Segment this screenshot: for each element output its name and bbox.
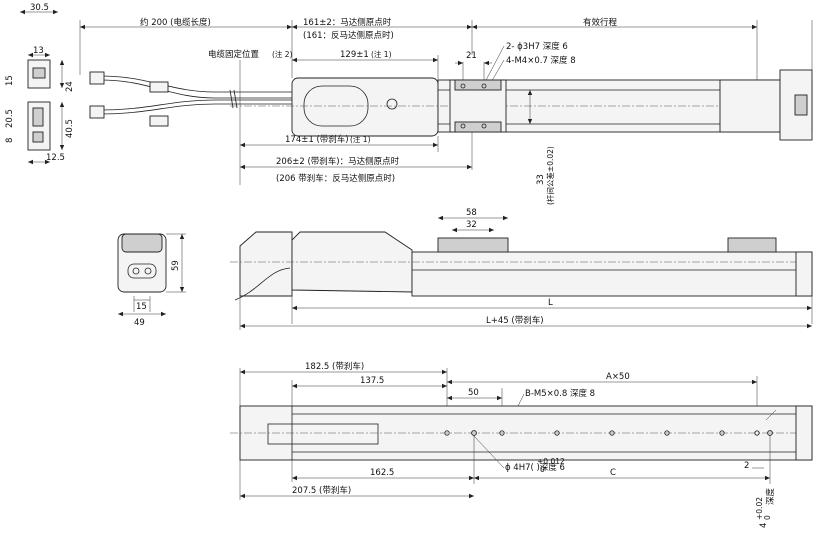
pin-tol-hi: +0.012 xyxy=(537,457,565,466)
connector-detail: 30.5 13 15 24 20.5 8 40.5 12.5 xyxy=(5,3,75,165)
stroke-label: 有效行程 xyxy=(583,17,618,28)
slider-top-pad xyxy=(454,79,502,91)
rail-end-side xyxy=(795,251,813,297)
end-h-59: 59 xyxy=(171,260,181,271)
connector-plug-bottom xyxy=(89,105,105,119)
cable-fix-label: 电缆固定位置 xyxy=(208,49,260,60)
dim-174: 174±1 (带刹车) xyxy=(285,134,349,145)
length-L: L xyxy=(548,298,553,308)
conn-h-205: 20.5 xyxy=(5,109,15,128)
end-top-cover xyxy=(121,233,163,253)
pin-tol-lo: 0 xyxy=(540,465,545,474)
end-w-15: 15 xyxy=(136,302,147,312)
brake-housing xyxy=(239,231,293,297)
dim-21: 21 xyxy=(466,51,477,61)
dim-129: 129±1 xyxy=(340,50,369,60)
length-L45: L+45 (带刹车) xyxy=(486,315,544,326)
end-view: 59 15 49 xyxy=(117,233,186,328)
side-w-58: 58 xyxy=(466,208,477,218)
dim-1625: 162.5 xyxy=(370,468,394,478)
pitch-A50: A×50 xyxy=(606,372,630,382)
connector-latch xyxy=(32,107,44,127)
length-C: C xyxy=(610,468,616,478)
conn-w-13: 13 xyxy=(33,46,44,56)
cable-length-label: 约 200 (电缆长度) xyxy=(140,17,211,28)
conn-h-405: 40.5 xyxy=(65,119,75,138)
dim-2: 2 xyxy=(744,461,749,471)
conn-w-125: 12.5 xyxy=(46,153,65,163)
depth-tol-lo: 0 xyxy=(763,515,772,520)
dim-33-note: (杆间公差±0.02) xyxy=(545,146,555,205)
dim-174-note: (注 1) xyxy=(350,134,371,144)
rail-end-cap xyxy=(719,79,781,133)
conn-h-24: 24 xyxy=(65,81,75,92)
dim-2075: 207.5 (带刹车) xyxy=(292,485,351,496)
motor-housing xyxy=(291,77,439,137)
dim-50: 50 xyxy=(468,388,479,398)
pin-hole-spec-bottom: ϕ 4H7( )深度 6 xyxy=(505,462,565,473)
dim-1825: 182.5 (带刹车) xyxy=(305,361,364,372)
motor-bottom-recess xyxy=(267,423,379,445)
tap-hole-spec: 4-M4×0.7 深度 8 xyxy=(506,55,576,66)
dim-206: 206±2 (带刹车)：马达侧原点时 xyxy=(276,156,400,167)
rail-side xyxy=(411,251,813,297)
tap-spec: B-M5×0.8 深度 8 xyxy=(525,388,595,399)
slider-bottom-pad xyxy=(454,121,502,133)
top-view: 约 200 (电缆长度) 161±2：马达侧原点时 (161：反马达侧原点时) … xyxy=(79,17,813,205)
dim-1375: 137.5 xyxy=(360,376,384,386)
reverse-origin-label: (161：反马达侧原点时) xyxy=(303,30,394,41)
end-w-49: 49 xyxy=(134,318,145,328)
cable-fix-note: (注 2) xyxy=(272,49,293,59)
tap-holes xyxy=(444,430,773,436)
connector-socket xyxy=(32,131,44,143)
side-view: 58 32 L L+45 (带刹车) xyxy=(230,208,813,330)
pin-hole-spec: 2- ϕ3H7 深度 6 xyxy=(506,41,568,52)
dim-129-note: (注 1) xyxy=(371,49,392,59)
connector-plug-top xyxy=(89,71,105,85)
conn-h-15: 15 xyxy=(5,75,15,86)
depth-4: 4 xyxy=(759,523,769,528)
depth-label: 深度 xyxy=(765,487,776,505)
depth-tol-hi: +0.02 xyxy=(755,497,764,520)
motor-origin-label: 161±2：马达侧原点时 xyxy=(303,17,392,28)
dim-33: 33 xyxy=(536,174,546,185)
end-coupling xyxy=(127,263,157,279)
dim-206-reverse: (206 带刹车：反马达侧原点时) xyxy=(276,173,395,184)
connector-pins xyxy=(32,67,46,79)
cable-clamp-bottom xyxy=(149,115,169,127)
bottom-view: 182.5 (带刹车) 137.5 50 A×50 B-M5×0.8 深度 8 … xyxy=(230,361,813,528)
end-bracket xyxy=(794,94,808,116)
side-w-32: 32 xyxy=(466,220,477,230)
slider-side xyxy=(437,237,509,253)
end-slider-side xyxy=(727,237,777,253)
motor-screw-icon xyxy=(386,98,398,110)
conn-h-8: 8 xyxy=(5,138,15,143)
conn-w-305: 30.5 xyxy=(30,3,49,13)
rail-end-bottom xyxy=(795,405,813,461)
cable-clamp-top xyxy=(149,81,169,93)
